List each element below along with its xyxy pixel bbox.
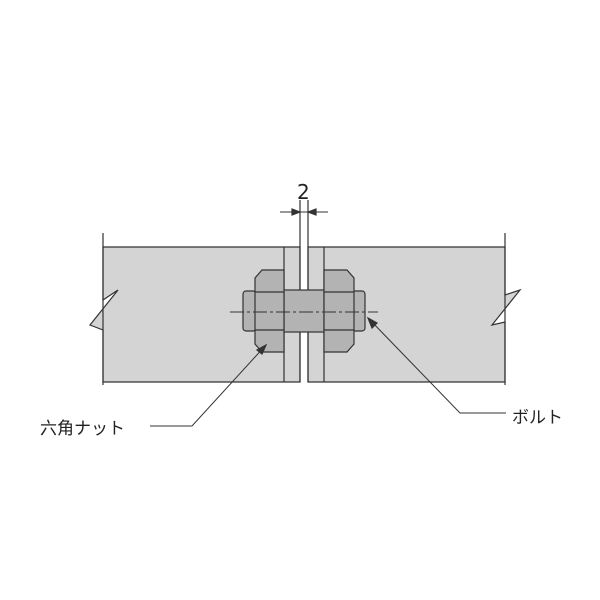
bolt-label: ボルト	[512, 408, 563, 428]
bolt-leader	[369, 319, 506, 414]
bolt-end-left	[242, 290, 257, 332]
bolt-shank	[283, 289, 325, 333]
nut-leader	[150, 344, 267, 427]
hex-nut-left	[254, 269, 285, 353]
hex-nut-label: 六角ナット	[40, 419, 125, 439]
hex-nut-right	[323, 269, 355, 353]
gap-dimension-label: 2	[297, 180, 310, 204]
